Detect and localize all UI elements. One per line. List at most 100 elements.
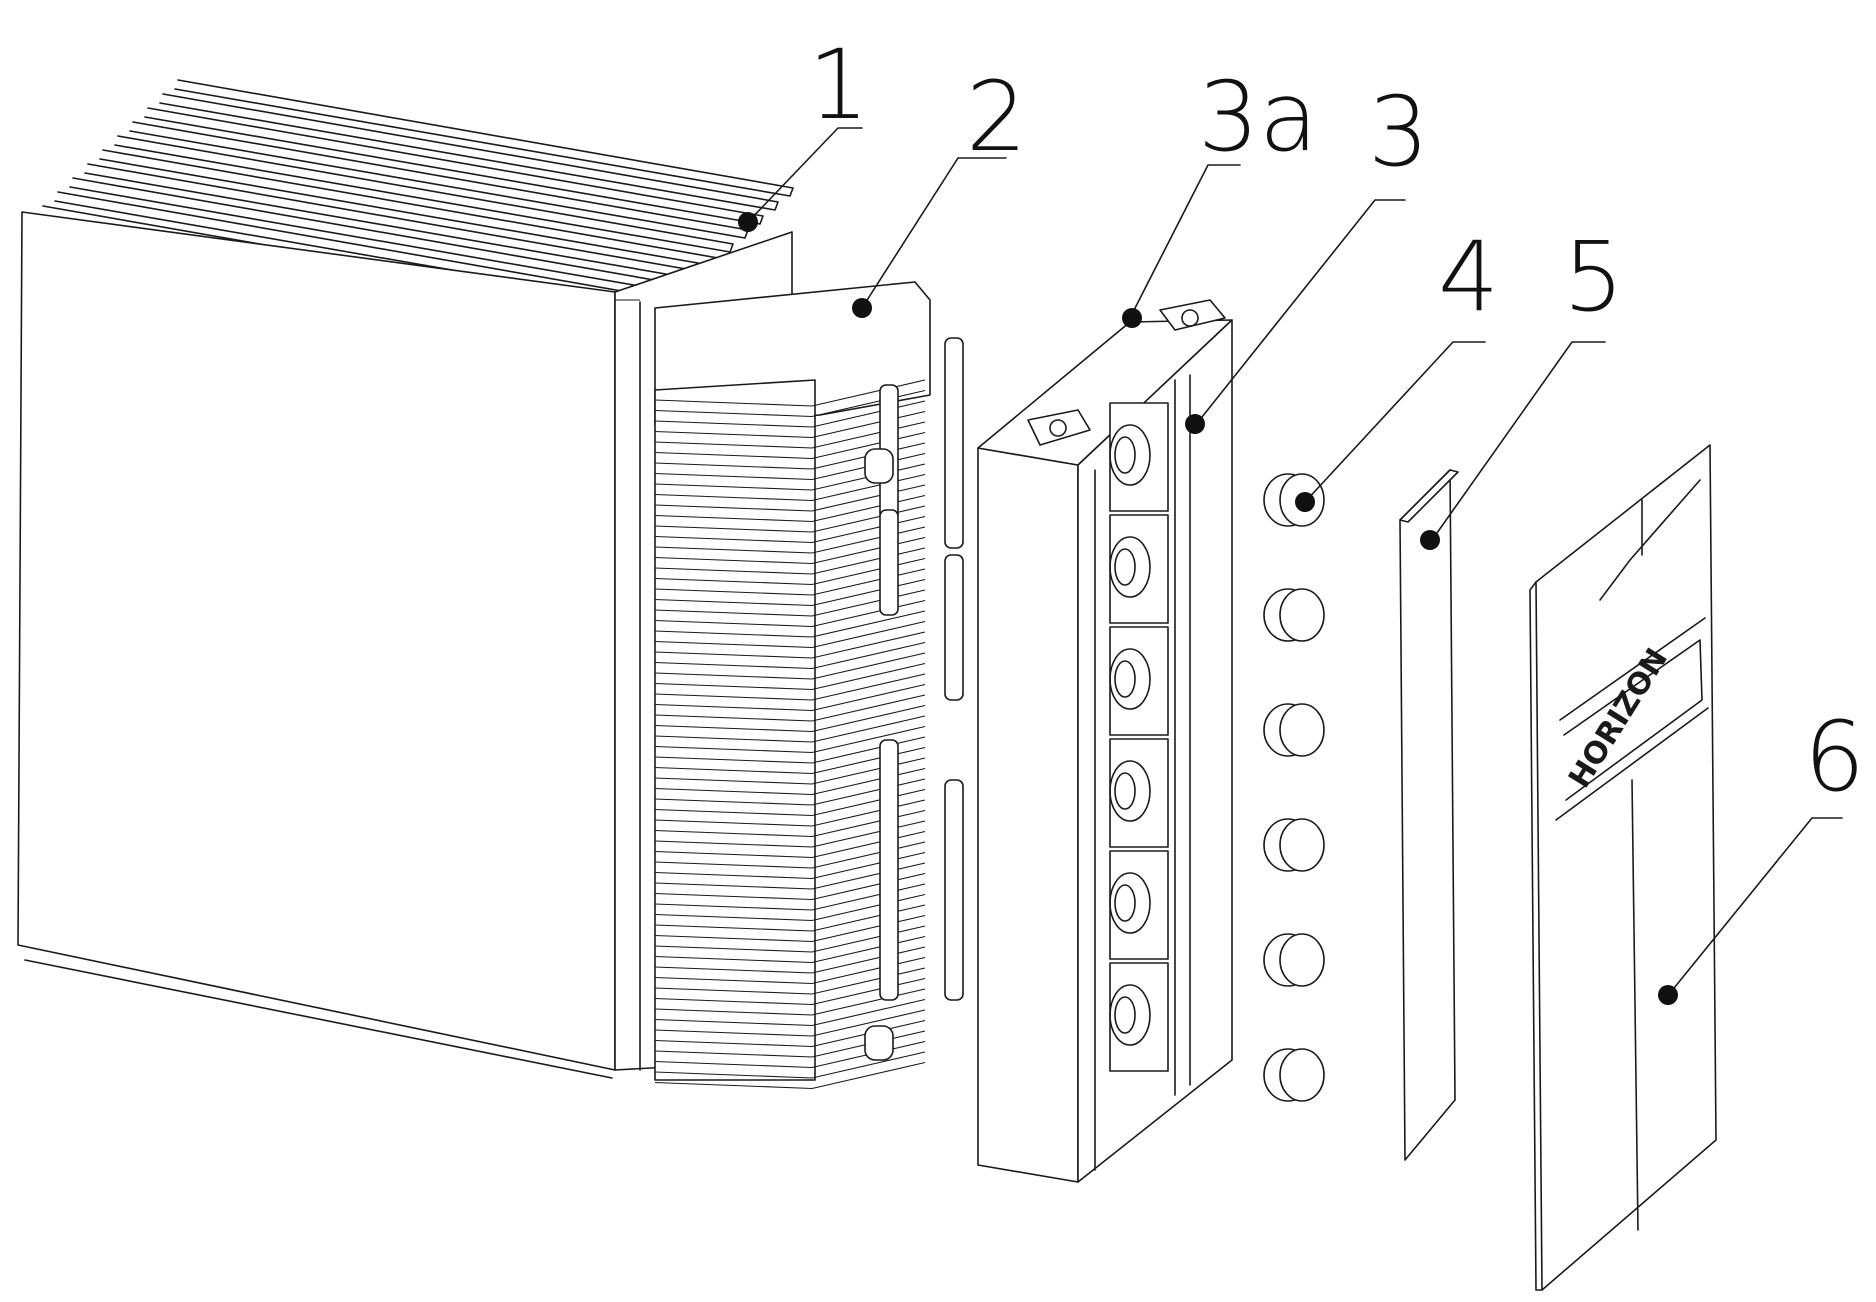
- heatsink-bottom-edge: [24, 959, 613, 1079]
- fan-rotor: [1109, 872, 1151, 934]
- stack-fin-edge: [811, 526, 926, 554]
- leader-dots: [738, 212, 1678, 1005]
- leader-4: [1304, 341, 1486, 503]
- stack-fin: [654, 903, 813, 911]
- stack-fin: [654, 934, 813, 943]
- part-2-fin-stack: [654, 281, 964, 1090]
- stack-fin-edge: [811, 694, 926, 722]
- leader-1: [747, 127, 863, 223]
- stack-fin-edge: [811, 631, 926, 659]
- fan-rotor: [1109, 984, 1151, 1046]
- stack-fin-edge: [811, 1051, 926, 1079]
- stack-fin: [654, 409, 813, 418]
- heatsink-fin: [159, 93, 779, 211]
- label-6: 6: [1804, 701, 1865, 813]
- stack-fin-edge: [811, 893, 926, 922]
- fan-hub: [1114, 996, 1136, 1034]
- part-6-cover: HORIZON: [1529, 444, 1717, 1291]
- fan-hub: [1114, 884, 1136, 922]
- stack-fin: [654, 777, 813, 785]
- fan-rotor: [1109, 424, 1151, 486]
- stack-fin: [654, 913, 813, 922]
- stack-fin: [654, 609, 813, 617]
- stack-fin: [654, 451, 813, 460]
- strip-front: [1399, 469, 1456, 1161]
- stack-fin: [654, 798, 813, 806]
- fan-hub: [1114, 436, 1136, 474]
- cover-band-bottom: [1555, 707, 1709, 821]
- stack-fin-edge: [811, 484, 926, 512]
- stack-fin: [654, 735, 813, 743]
- label-5: 5: [1563, 221, 1624, 333]
- stack-fin-edge: [811, 809, 926, 838]
- stack-fin: [654, 472, 813, 481]
- stack-fin: [654, 399, 813, 407]
- stack-fin-edge: [811, 851, 926, 880]
- stack-fin: [654, 714, 813, 722]
- stack-fin: [654, 997, 813, 1006]
- stack-fin-edge: [811, 977, 926, 1006]
- stack-fin: [654, 1071, 813, 1079]
- stack-fin: [654, 483, 813, 491]
- dot-5: [1420, 530, 1440, 550]
- fan-rotor: [1109, 760, 1151, 822]
- stack-fin-edge: [811, 862, 926, 890]
- stack-fin-edge: [811, 410, 926, 439]
- stack-fin-edge: [811, 1061, 926, 1090]
- stack-fin: [654, 462, 813, 470]
- stack-fin: [654, 987, 813, 995]
- stack-fin: [654, 766, 813, 775]
- stack-fin: [654, 945, 813, 953]
- stack-fin: [654, 1060, 813, 1069]
- stack-fin-edge: [811, 746, 926, 775]
- stack-fin: [654, 808, 813, 817]
- fan-slot: [1109, 514, 1169, 624]
- stack-fin-edge: [811, 925, 926, 953]
- stack-fin: [654, 840, 813, 848]
- stack-fin-edge: [811, 1009, 926, 1037]
- stack-fin-edge: [811, 935, 926, 964]
- stack-fin-edge: [811, 820, 926, 848]
- label-4: 4: [1438, 221, 1499, 333]
- stack-fin-edge: [811, 841, 926, 869]
- stack-fin: [654, 535, 813, 544]
- fin-stack-clips: [864, 337, 964, 1061]
- stack-fin-edge: [811, 778, 926, 806]
- dot-6: [1658, 985, 1678, 1005]
- stack-fin: [654, 882, 813, 890]
- stack-fin: [654, 672, 813, 680]
- fan-slot: [1109, 850, 1169, 960]
- stack-fin-edge: [811, 568, 926, 596]
- stack-fin: [654, 619, 813, 628]
- fin-clip: [944, 554, 964, 701]
- fan-hub: [1114, 548, 1136, 586]
- stack-fin: [654, 420, 813, 428]
- fan-slot: [1109, 738, 1169, 848]
- stack-fin: [654, 556, 813, 565]
- stack-fin: [654, 703, 813, 712]
- stack-fin: [654, 1039, 813, 1048]
- stack-fin-edge: [811, 830, 926, 859]
- stack-fin: [654, 567, 813, 575]
- dot-2: [852, 298, 872, 318]
- leader-6: [1669, 817, 1843, 994]
- stack-fin-edge: [811, 715, 926, 743]
- stack-fin: [654, 1029, 813, 1037]
- heatsink-fin: [174, 79, 794, 197]
- stack-fin: [654, 525, 813, 533]
- stack-fin: [654, 630, 813, 638]
- stack-fin: [654, 1050, 813, 1058]
- heatsink-fin: [114, 135, 734, 253]
- stack-fin-edge: [811, 967, 926, 995]
- label-3: 3: [1368, 76, 1429, 188]
- stack-fin-edge: [811, 799, 926, 827]
- stack-fin: [654, 976, 813, 985]
- fan-rotor: [1109, 648, 1151, 710]
- dot-1: [738, 212, 758, 232]
- fan-slot: [1109, 962, 1169, 1072]
- stack-fin-edge: [811, 904, 926, 932]
- stack-fin-edge: [811, 547, 926, 575]
- stack-fin: [654, 598, 813, 607]
